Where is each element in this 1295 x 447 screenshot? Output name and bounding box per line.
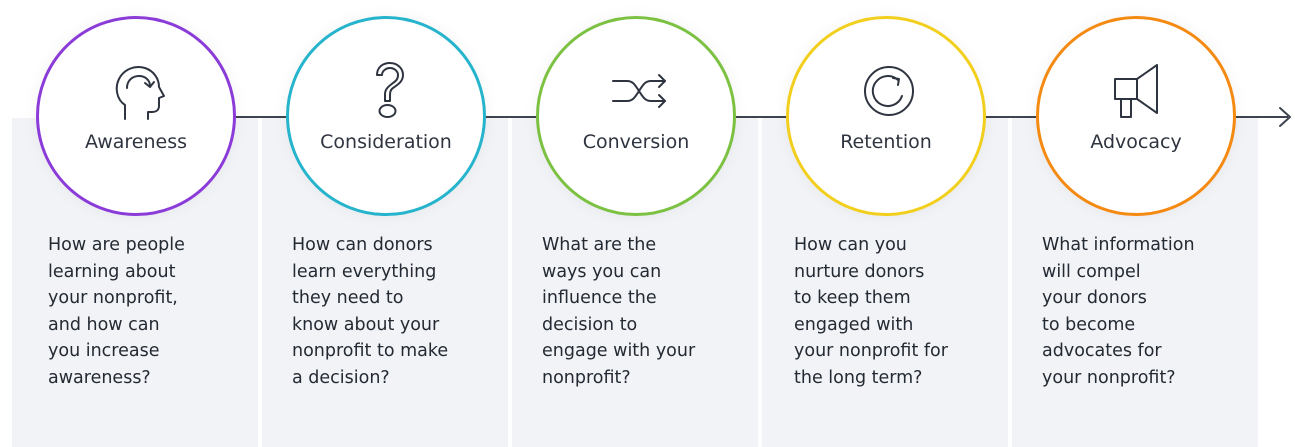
question-line: influence the: [542, 288, 657, 308]
shuffle-icon: [612, 74, 666, 108]
stage-question-conversion: What are the ways you can influence the …: [542, 232, 742, 391]
stage-question-advocacy: What information will compel your donors…: [1042, 232, 1242, 391]
question-line: nonprofit to make: [292, 341, 449, 361]
question-line: a decision?: [292, 367, 390, 388]
question-line: ways you can: [542, 261, 662, 282]
question-mark-icon: [376, 62, 404, 118]
question-line: your donors: [1042, 288, 1147, 308]
question-line: engaged with: [794, 314, 914, 335]
question-line: How can donors: [292, 235, 433, 255]
question-line: they need to: [292, 288, 404, 308]
question-line: your nonprofit,: [48, 288, 178, 308]
stage-consideration: Consideration: [286, 16, 486, 216]
connector-line: [986, 116, 1038, 118]
question-line: decision to: [542, 314, 638, 335]
stage-conversion: Conversion: [536, 16, 736, 216]
stage-label: Retention: [840, 131, 932, 153]
stage-question-awareness: How are people learning about your nonpr…: [48, 232, 248, 391]
connector-line: [1236, 116, 1288, 118]
stage-awareness: Awareness: [36, 16, 236, 216]
question-line: to become: [1042, 314, 1136, 335]
question-line: advocates for: [1042, 341, 1162, 361]
question-line: to keep them: [794, 288, 911, 308]
stage-question-retention: How can you nurture donors to keep them …: [794, 232, 994, 391]
question-line: and how can: [48, 314, 160, 335]
stage-retention: Retention: [786, 16, 986, 216]
question-line: How are people: [48, 235, 185, 255]
stage-label: Advocacy: [1090, 131, 1182, 153]
question-line: you increase: [48, 341, 160, 361]
connector-line: [236, 116, 288, 118]
stage-label: Awareness: [84, 131, 188, 153]
question-line: the long term?: [794, 367, 923, 388]
stage-label: Conversion: [582, 131, 690, 153]
connector-line: [736, 116, 788, 118]
question-line: awareness?: [48, 367, 151, 388]
question-line: will compel: [1042, 261, 1141, 282]
question-line: learning about: [48, 261, 176, 282]
arrow-right-icon: [1279, 107, 1291, 127]
question-line: learn everything: [292, 261, 437, 282]
megaphone-icon: [1114, 64, 1158, 118]
question-line: What information: [1042, 235, 1195, 255]
question-line: your nonprofit for: [794, 341, 948, 361]
question-line: How can you: [794, 235, 907, 255]
question-line: What are the: [542, 235, 657, 255]
connector-line: [486, 116, 538, 118]
question-line: nurture donors: [794, 261, 925, 282]
stage-question-consideration: How can donors learn everything they nee…: [292, 232, 492, 391]
stage-label: Consideration: [320, 131, 452, 153]
question-line: know about your: [292, 314, 440, 335]
question-line: your nonprofit?: [1042, 367, 1176, 388]
question-line: nonprofit?: [542, 367, 631, 388]
refresh-icon: [864, 66, 914, 116]
stage-advocacy: Advocacy: [1036, 16, 1236, 216]
question-line: engage with your: [542, 341, 696, 361]
head-arrow-icon: [115, 66, 165, 120]
